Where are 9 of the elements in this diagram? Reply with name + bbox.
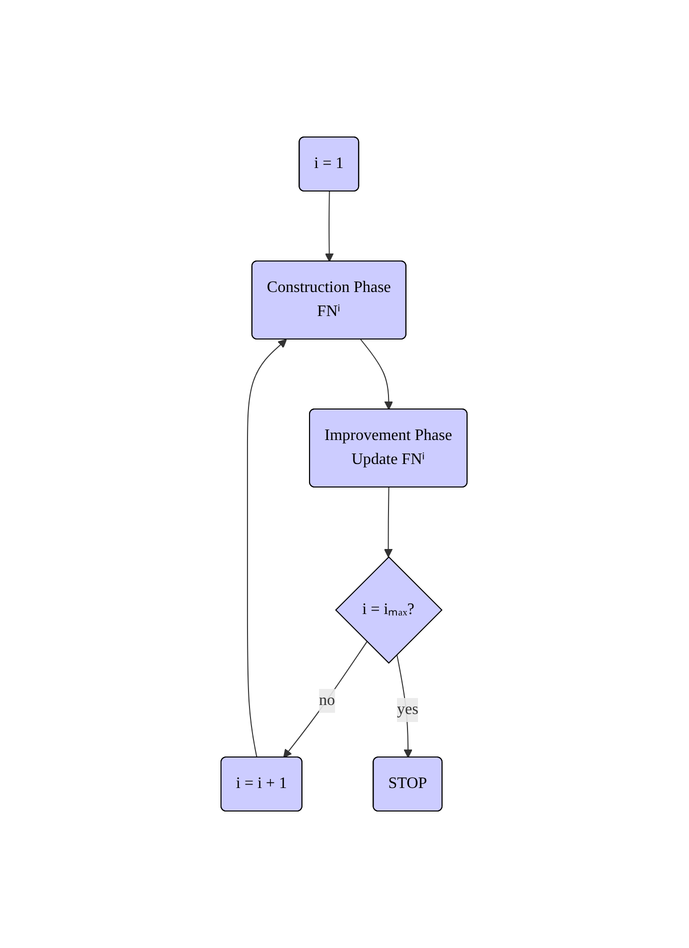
- arrow: [384, 486, 394, 558]
- arrow: [284, 641, 368, 758]
- node-diamond: i = iₘₐₓ?: [336, 556, 443, 664]
- edge-label: no: [320, 692, 336, 709]
- arrow: [360, 338, 394, 410]
- edge-label: yes: [397, 701, 419, 718]
- arrow: [396, 654, 413, 758]
- arrow: [247, 339, 288, 758]
- arrow: [325, 190, 334, 262]
